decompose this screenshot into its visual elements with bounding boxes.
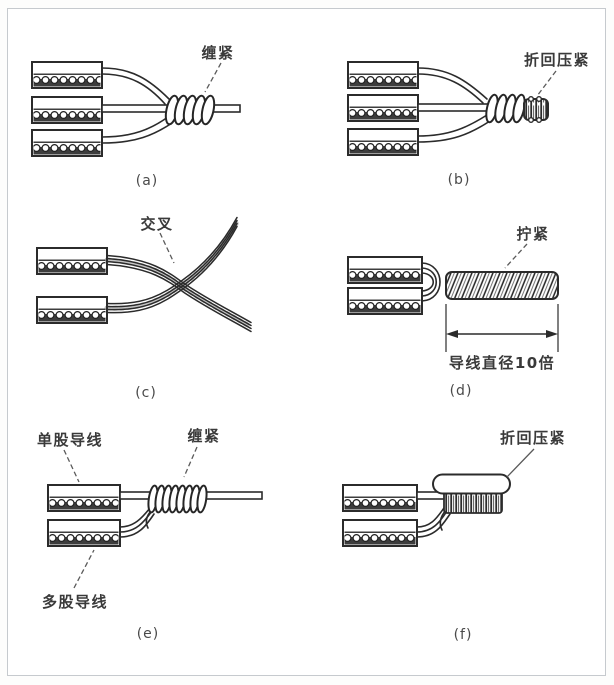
panel-b: 折回压紧 (b) xyxy=(347,51,590,188)
caption-b: (b) xyxy=(448,172,471,188)
leader-line xyxy=(506,448,535,478)
insulated-wire xyxy=(347,128,419,156)
leader-line xyxy=(73,549,95,589)
insulated-wire xyxy=(347,287,423,315)
leader-line xyxy=(204,62,222,93)
label-wrap: 缠紧 xyxy=(187,427,220,445)
label-dimension: 导线直径10倍 xyxy=(449,354,555,372)
panel-c: 交叉 (c) xyxy=(36,215,254,401)
insulated-wire xyxy=(31,129,103,157)
insulated-wire xyxy=(347,256,423,284)
leader-line xyxy=(159,232,175,264)
insulated-wire xyxy=(31,96,103,124)
label-multi-strand: 多股导线 xyxy=(42,593,108,611)
upper-strand-bundle xyxy=(104,254,254,333)
label-twist: 拧紧 xyxy=(516,225,549,243)
wrap-coil xyxy=(164,94,216,126)
caption-a: (a) xyxy=(136,173,159,189)
label-wrap: 缠紧 xyxy=(201,44,234,62)
leader-line xyxy=(504,243,528,269)
insulated-wire xyxy=(347,94,419,122)
branch-conductors xyxy=(101,67,173,144)
panel-e: 单股导线 缠紧 多股导线 (e) xyxy=(37,427,263,642)
caption-d: (d) xyxy=(450,383,473,399)
folded-end xyxy=(523,95,549,123)
wrap-coil xyxy=(485,93,526,124)
caption-c: (c) xyxy=(135,385,157,401)
insulated-wire-multi xyxy=(342,519,418,547)
dimension-arrow xyxy=(445,304,559,352)
insulated-wire xyxy=(36,296,108,324)
twisted-joint xyxy=(445,271,559,300)
leader-line xyxy=(536,70,557,97)
label-fold-press: 折回压紧 xyxy=(524,51,590,69)
insulated-wire-multi xyxy=(47,519,121,547)
insulated-wire-single xyxy=(342,484,418,512)
panel-d: 拧紧 导线直径10倍 (d) xyxy=(347,225,559,399)
leader-line xyxy=(183,446,198,478)
strand-u-turn xyxy=(421,262,441,302)
panel-a: 缠紧 (a) xyxy=(31,44,241,189)
insulated-wire xyxy=(36,247,108,275)
leader-line xyxy=(63,449,80,483)
multi-strand-leads xyxy=(119,507,155,538)
insulated-wire xyxy=(31,61,103,89)
label-fold-press: 折回压紧 xyxy=(500,429,566,447)
label-cross: 交叉 xyxy=(140,215,173,233)
caption-e: (e) xyxy=(137,626,160,642)
wrap-coil xyxy=(147,484,208,514)
insulated-wire xyxy=(347,61,419,89)
insulated-wire-single xyxy=(47,484,121,512)
panel-f: 折回压紧 (f) xyxy=(342,429,566,643)
label-single-strand: 单股导线 xyxy=(37,431,103,449)
lower-strand-bundle xyxy=(104,216,240,314)
branch-conductors xyxy=(417,67,491,143)
folded-back-end xyxy=(432,473,511,495)
caption-f: (f) xyxy=(454,627,473,643)
